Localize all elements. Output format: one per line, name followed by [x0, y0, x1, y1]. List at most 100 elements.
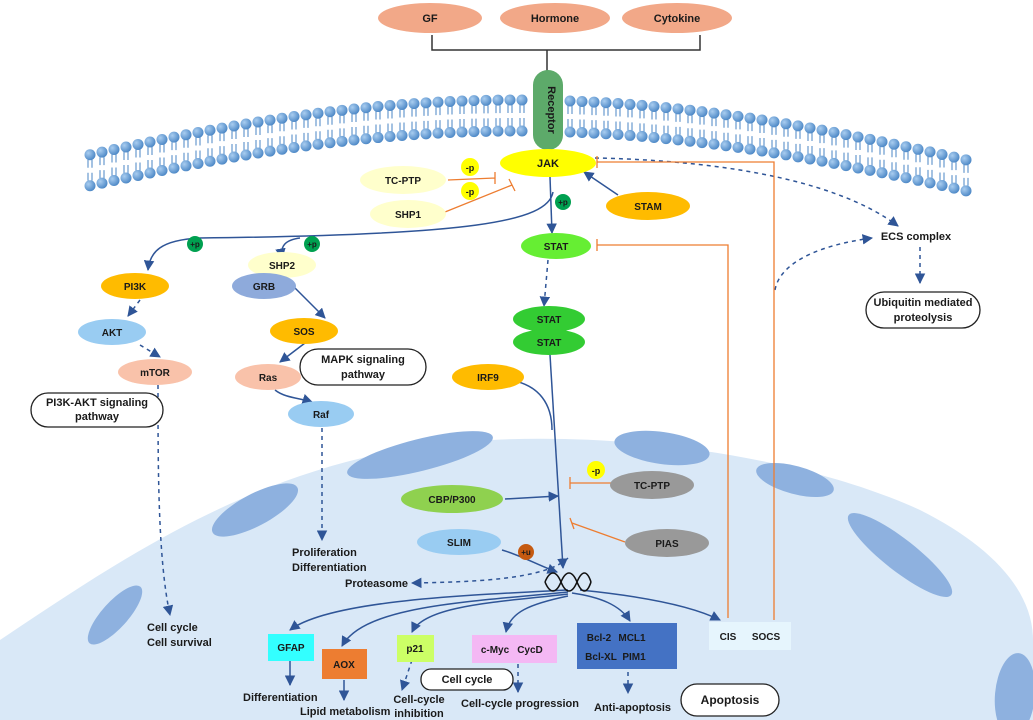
lipid-head: [192, 158, 204, 170]
lipid-head: [312, 107, 324, 119]
lipid-head: [216, 122, 228, 134]
lipid-head: [828, 157, 840, 169]
lipid-head: [288, 142, 300, 154]
ligand-hormone: Hormone: [500, 3, 610, 33]
dna-helix: [544, 572, 592, 592]
arrow-jak-to-pi3k: [143, 191, 554, 272]
lipid-head: [324, 106, 336, 118]
cc-progression-text: Cell-cycle progression: [461, 698, 579, 710]
lipid-head: [660, 133, 672, 145]
lipid-bilayer-membrane: [84, 94, 972, 197]
lipid-head: [888, 138, 900, 150]
lipid-head: [648, 131, 660, 143]
lipid-head: [912, 143, 924, 155]
lipid-head: [372, 132, 384, 144]
arrow-dna-to-p21: [411, 593, 569, 633]
lipid-head: [96, 146, 108, 158]
arrow-pi3k-to-akt: [127, 299, 141, 317]
lipid-head: [588, 96, 600, 108]
lipid-head: [324, 137, 336, 149]
inhibit-pias-stat: [569, 517, 626, 543]
arrow-jak-to-stat: [546, 176, 557, 235]
lipid-head: [84, 149, 96, 161]
lipid-head: [144, 167, 156, 179]
lipid-head: [240, 149, 252, 161]
cc-inhibition-line2: inhibition: [394, 708, 444, 720]
inhibit-shp1-jak: [444, 178, 516, 213]
minus-p-marker-3: -p: [587, 461, 605, 479]
shp1-label: SHP1: [395, 210, 422, 221]
lipid-head: [744, 143, 756, 155]
ligand-cytokine-label: Cytokine: [654, 13, 700, 25]
svg-text:CycD: CycD: [517, 645, 543, 656]
lipid-head: [408, 98, 420, 110]
svg-text:MAPK signaling: MAPK signaling: [321, 354, 405, 366]
lipid-head: [804, 153, 816, 165]
organelle-shape: [87, 585, 143, 645]
arrow-sos-to-ras: [279, 342, 306, 363]
svg-text:-p: -p: [466, 163, 475, 173]
lipid-head: [300, 109, 312, 121]
minus-p-marker-2: -p: [461, 182, 479, 200]
lipid-head: [864, 164, 876, 176]
lipid-head: [252, 116, 264, 128]
gfap-box: GFAP: [268, 634, 314, 661]
svg-text:CIS: CIS: [720, 632, 737, 643]
apoptosis-box: Apoptosis: [680, 683, 780, 717]
inhibit-cis-stat: [596, 239, 729, 618]
anti-apoptosis-text: Anti-apoptosis: [594, 702, 671, 714]
lipid-head: [780, 118, 792, 130]
shp2-label: SHP2: [269, 261, 296, 272]
shp2: SHP2: [248, 252, 316, 278]
lipid-head: [228, 120, 240, 132]
lipid-head: [348, 134, 360, 146]
arrow-p21-to-inhibition: [400, 659, 413, 691]
organelle-shape: [994, 653, 1033, 720]
stam-label: STAM: [634, 202, 662, 213]
lipid-head: [120, 172, 132, 184]
lipid-head: [624, 129, 636, 141]
tc-ptp-nuclear: TC-PTP: [610, 471, 694, 499]
lipid-head: [360, 133, 372, 145]
ligand-hormone-label: Hormone: [531, 13, 579, 25]
pias-label: PIAS: [655, 539, 679, 550]
cell-cycle-box: Cell cycle: [420, 668, 514, 691]
lipid-head: [132, 138, 144, 150]
arrow-dna-to-bcl: [571, 592, 631, 622]
lipid-head: [168, 162, 180, 174]
pi3k-akt-pathway-box: PI3K-AKT signaling pathway: [30, 392, 164, 428]
lipid-head: [492, 94, 504, 106]
ras-label: Ras: [259, 373, 278, 384]
lipid-metabolism-text: Lipid metabolism: [300, 706, 391, 718]
svg-text:+p: +p: [190, 240, 200, 249]
lipid-head: [840, 129, 852, 141]
lipid-head: [396, 130, 408, 142]
svg-text:PI3K-AKT signaling: PI3K-AKT signaling: [46, 397, 148, 409]
lipid-head: [564, 126, 576, 138]
lipid-head: [708, 138, 720, 150]
cell-survival-text: Cell survival: [147, 637, 212, 649]
lipid-head: [504, 125, 516, 137]
arrow-slim-to-dna: [501, 549, 558, 574]
lipid-head: [180, 129, 192, 141]
lipid-head: [696, 106, 708, 118]
lipid-head: [480, 125, 492, 137]
svg-text:pathway: pathway: [75, 411, 120, 423]
lipid-head: [396, 99, 408, 111]
stam: STAM: [606, 192, 690, 220]
lipid-head: [204, 155, 216, 167]
lipid-head: [636, 130, 648, 142]
aox-box: AOX: [322, 649, 367, 679]
lipid-head: [612, 129, 624, 141]
svg-text:Apoptosis: Apoptosis: [701, 693, 760, 707]
plus-u-marker: +u: [518, 544, 534, 560]
arrow-dna-to-gfap: [289, 589, 569, 631]
receptor: Receptor: [533, 70, 563, 150]
grb: GRB: [232, 273, 296, 299]
arrow-irf9-to-dna: [509, 379, 553, 431]
inhibit-socs-jak: [596, 156, 775, 620]
lipid-head: [672, 134, 684, 146]
svg-text:MCL1: MCL1: [618, 633, 646, 644]
lipid-head: [444, 96, 456, 108]
